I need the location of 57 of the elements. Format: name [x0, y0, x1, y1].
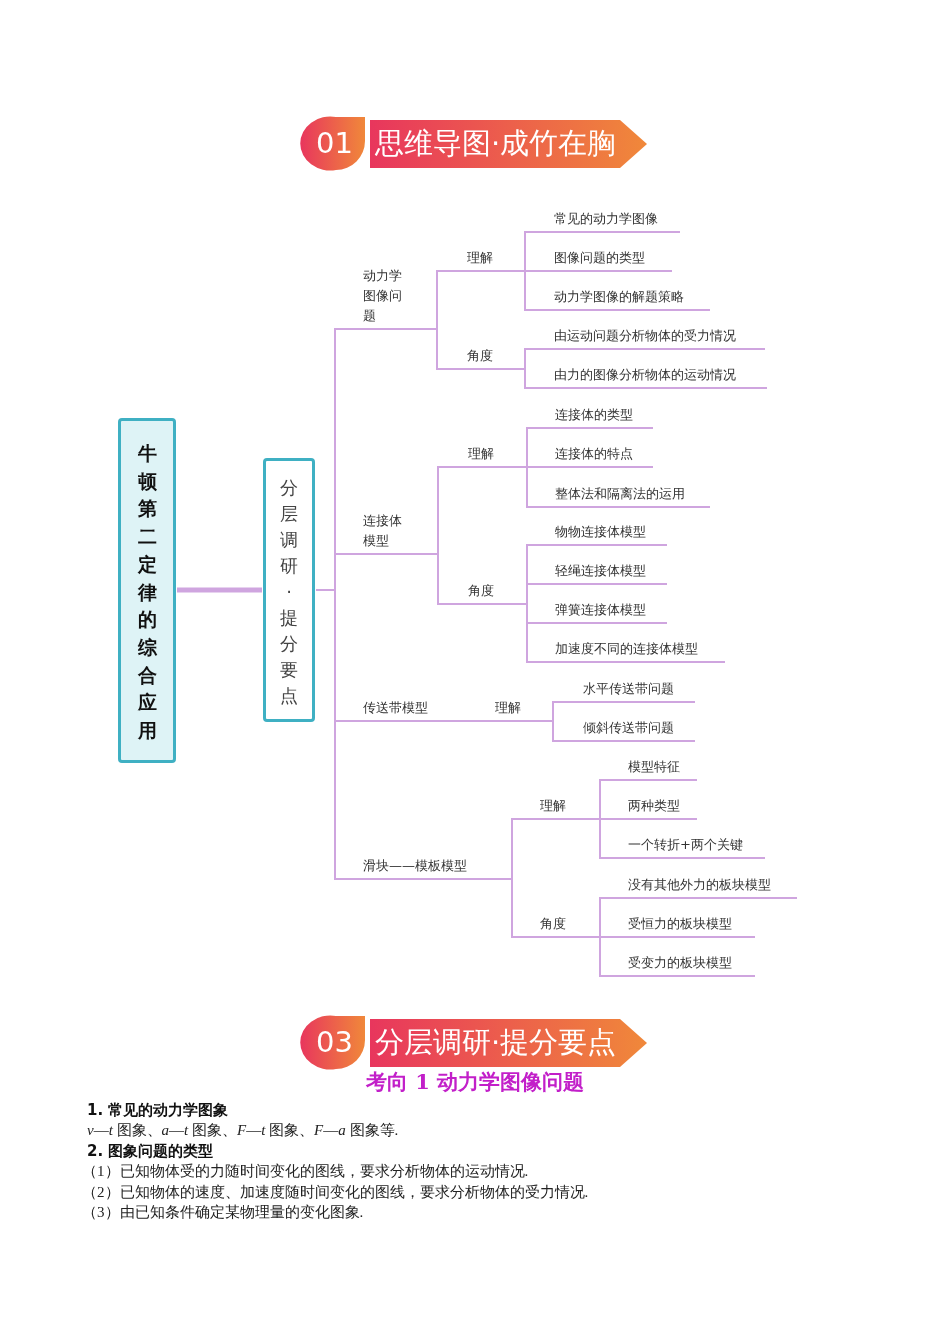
text-line: v—t 图象、a—t 图象、F—t 图象、F—a 图象等.	[87, 1121, 399, 1140]
branch-label: 加速度不同的连接体模型	[535, 639, 725, 663]
branch-label: 整体法和隔离法的运用	[535, 484, 710, 508]
branch-label: 理解	[446, 444, 515, 468]
branch-label: 理解	[445, 248, 513, 272]
branch-label: 角度	[446, 581, 515, 605]
connector-line	[514, 466, 536, 508]
branch-label: 模型特征	[608, 757, 697, 781]
branch-label: 没有其他外力的板块模型	[608, 875, 797, 899]
branch-label: 图像问题的类型	[533, 248, 672, 272]
section-heading: 考向 1 动力学图像问题	[364, 1072, 586, 1092]
branch-box: 分层调研·提分要点	[263, 458, 315, 722]
branch-label: 连接体模型	[345, 511, 426, 555]
branch-label: 弹簧连接体模型	[535, 600, 667, 624]
connector-line	[587, 936, 609, 977]
topic-box: 牛顿第二定律的综合应用	[118, 418, 176, 763]
branch-label: 物物连接体模型	[535, 522, 667, 546]
connector-line	[512, 368, 534, 389]
branch-label: 倾斜传送带问题	[561, 718, 695, 742]
branch-label: 滑块——模板模型	[345, 856, 500, 880]
branch-label: 轻绳连接体模型	[535, 561, 667, 585]
badge-number: 03	[316, 1025, 353, 1059]
text-heading: 2. 图象问题的类型	[87, 1141, 214, 1161]
text-line: （1）已知物体受的力随时间变化的图线，要求分析物体的运动情况.	[82, 1162, 529, 1181]
branch-label: 两种类型	[608, 796, 697, 820]
text-line: （2）已知物体的速度、加速度随时间变化的图线，要求分析物体的受力情况.	[82, 1183, 589, 1202]
connector-line	[174, 587, 262, 593]
branch-label: 动力学图像问题	[345, 266, 425, 330]
branch-label: 常见的动力学图像	[533, 209, 680, 233]
text-line: （3）由已知条件确定某物理量的变化图象.	[82, 1203, 364, 1222]
branch-label: 由力的图像分析物体的运动情况	[533, 365, 767, 389]
branch-label: 水平传送带问题	[561, 679, 695, 703]
branch-label: 连接体的特点	[535, 444, 653, 468]
badge-number: 01	[316, 126, 353, 160]
connector-line	[424, 328, 446, 370]
branch-label: 角度	[445, 346, 513, 370]
connector-line	[540, 720, 562, 742]
connector-line	[512, 270, 534, 311]
banner-title: 思维导图·成竹在胸	[375, 125, 617, 161]
branch-label: 受恒力的板块模型	[608, 914, 755, 938]
branch-label: 由运动问题分析物体的受力情况	[533, 326, 765, 350]
branch-label: 理解	[448, 698, 541, 722]
connector-line	[587, 818, 609, 859]
branch-label: 连接体的类型	[535, 405, 653, 429]
branch-label: 传送带模型	[345, 698, 428, 722]
connector-line	[514, 603, 536, 663]
connector-line	[499, 878, 521, 938]
branch-label: 理解	[520, 796, 588, 820]
text-heading: 1. 常见的动力学图象	[87, 1100, 229, 1120]
connector-line	[425, 553, 447, 605]
branch-label: 角度	[520, 914, 588, 938]
branch-label: 一个转折+两个关键	[608, 835, 765, 859]
banner-title: 分层调研·提分要点	[375, 1024, 617, 1060]
connector-line	[315, 589, 346, 880]
branch-label: 受变力的板块模型	[608, 953, 755, 977]
connector-line	[427, 720, 449, 722]
branch-label: 动力学图像的解题策略	[533, 287, 710, 311]
